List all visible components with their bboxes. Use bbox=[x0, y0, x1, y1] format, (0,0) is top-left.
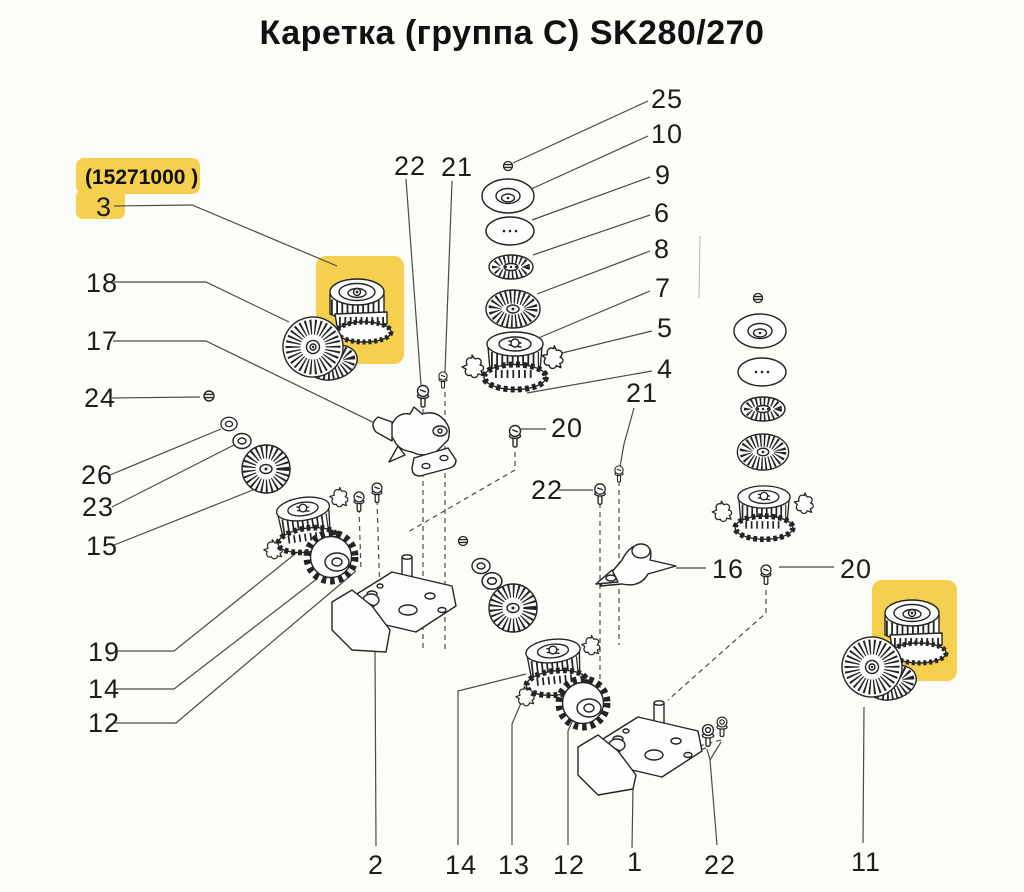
callout-label-22-top: 22 bbox=[394, 151, 426, 181]
bevel-gear-part-7-4 bbox=[484, 332, 546, 390]
callout-label-20-middle: 20 bbox=[551, 413, 583, 443]
cam-lever-part-16 bbox=[595, 543, 677, 587]
callout-labels: 25 10 9 6 8 7 5 4 22 21 3 18 17 24 26 23… bbox=[81, 84, 881, 880]
sunburst-gear-mid-cascade bbox=[489, 584, 537, 632]
callout-label-26: 26 bbox=[81, 460, 113, 490]
bevel-gear-right-stack bbox=[735, 486, 793, 539]
disc-part-right bbox=[737, 357, 787, 387]
callout-label-1: 1 bbox=[627, 847, 643, 877]
part-code-label: (15271000 ) bbox=[85, 166, 198, 189]
bracket-part-17 bbox=[372, 406, 457, 477]
guard-plate-bottom bbox=[577, 734, 637, 796]
screw-part-20-middle bbox=[508, 424, 522, 448]
nut-part-right bbox=[752, 292, 764, 304]
spur-gear-part-14-left bbox=[307, 533, 355, 581]
callout-label-13: 13 bbox=[498, 850, 530, 880]
brush-wheel-part-right bbox=[737, 434, 788, 470]
callout-label-15: 15 bbox=[86, 531, 118, 561]
washer-part-right bbox=[733, 313, 787, 349]
screw-part-22-top bbox=[416, 384, 430, 408]
callout-label-9: 9 bbox=[655, 160, 671, 190]
callout-label-14-bottom: 14 bbox=[445, 850, 477, 880]
spring-clip-bottom-upper bbox=[579, 633, 602, 657]
screw-part-20-right bbox=[760, 564, 772, 586]
callout-label-10: 10 bbox=[651, 119, 683, 149]
screw-left-plate-b bbox=[371, 482, 383, 504]
screw-part-21-top bbox=[438, 371, 448, 389]
leader-lines bbox=[109, 100, 865, 849]
screw-part-22-right bbox=[594, 483, 606, 505]
washer-part-23 bbox=[232, 432, 252, 450]
callout-label-24: 24 bbox=[84, 383, 116, 413]
scan-crease-line bbox=[698, 235, 701, 299]
screw-part-21-right bbox=[614, 465, 624, 483]
callout-label-16: 16 bbox=[712, 554, 744, 584]
callout-label-7: 7 bbox=[655, 273, 671, 303]
callout-label-12-left: 12 bbox=[88, 708, 120, 738]
brush-wheel-part-8 bbox=[486, 290, 540, 328]
callout-label-4: 4 bbox=[657, 354, 673, 384]
callout-label-3: 3 bbox=[96, 192, 112, 222]
bolt-part-22-bottom-b bbox=[716, 716, 728, 738]
spring-clip-right-stack-right bbox=[791, 490, 816, 516]
callout-label-2: 2 bbox=[368, 850, 384, 880]
screw-left-plate-a bbox=[353, 491, 365, 513]
callout-label-17: 17 bbox=[86, 326, 118, 356]
callout-label-20-right: 20 bbox=[840, 554, 872, 584]
callout-label-21-right: 21 bbox=[626, 378, 658, 408]
callout-label-14-left: 14 bbox=[88, 674, 120, 704]
page-title: Каретка (группа C) SK280/270 bbox=[259, 14, 765, 52]
washer-mid-cascade-b bbox=[481, 571, 503, 591]
nut-mid-cascade bbox=[457, 535, 469, 547]
nut-part-25 bbox=[502, 160, 514, 172]
callout-label-23: 23 bbox=[82, 492, 114, 522]
nut-part-26 bbox=[220, 416, 238, 432]
callout-label-8: 8 bbox=[654, 234, 670, 264]
washer-mid-cascade-a bbox=[471, 557, 491, 575]
guard-plate-part-2 bbox=[331, 589, 391, 653]
spring-clip-right-stack-left bbox=[711, 500, 733, 523]
star-gear-part-right bbox=[741, 397, 785, 421]
callout-label-18: 18 bbox=[86, 268, 118, 298]
callout-label-21-top: 21 bbox=[441, 152, 473, 182]
callout-label-11: 11 bbox=[851, 847, 881, 877]
spring-clip-part-5-right bbox=[539, 343, 567, 371]
sunburst-gear-part-15 bbox=[242, 445, 290, 493]
star-gear-part-6 bbox=[489, 255, 533, 279]
spur-gear-part-12-bottom bbox=[559, 679, 607, 727]
disc-part-9 bbox=[485, 216, 535, 246]
spring-clip-left-assembly bbox=[327, 485, 350, 509]
callout-label-22-right: 22 bbox=[531, 475, 563, 505]
washer-part-10 bbox=[481, 178, 535, 214]
callout-label-6: 6 bbox=[654, 198, 670, 228]
spring-clip-part-5-left bbox=[461, 354, 485, 379]
callout-label-12-bottom: 12 bbox=[553, 850, 585, 880]
callout-label-22-bottom: 22 bbox=[704, 850, 736, 880]
callout-label-5: 5 bbox=[657, 313, 673, 343]
callout-label-25: 25 bbox=[651, 84, 683, 114]
highlight-part-code-label bbox=[76, 158, 200, 219]
callout-label-19: 19 bbox=[88, 637, 120, 667]
nut-part-24 bbox=[203, 390, 215, 402]
